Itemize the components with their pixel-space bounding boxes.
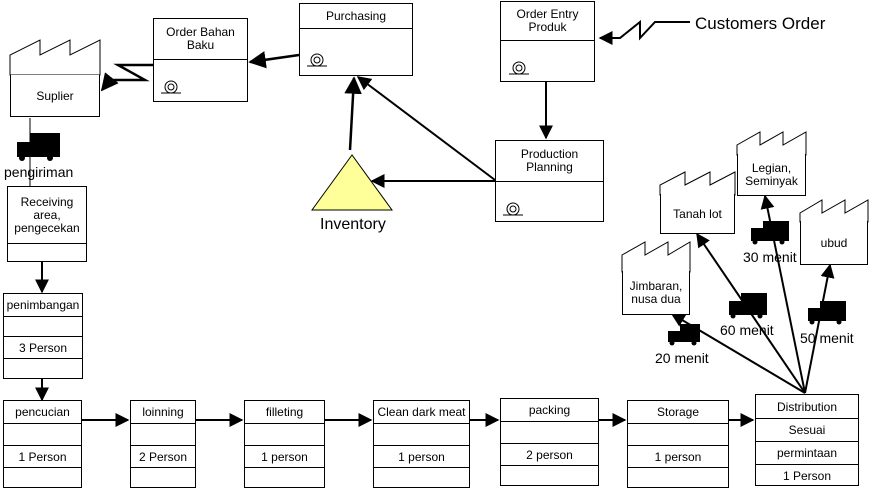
order-bahan-to-suplier-signal-line: [100, 63, 153, 92]
process-box-loinning: loinning 2 Person: [130, 400, 196, 488]
empty-row: [374, 467, 469, 489]
time-20-menit: 20 menit: [655, 350, 709, 366]
process-box-filleting: filleting 1 person: [244, 400, 325, 488]
distribution-line-3: 1 Person: [756, 464, 858, 487]
process-title: packing: [528, 403, 571, 417]
process-box-clean-dark-meat: Clean dark meat 1 person: [373, 400, 470, 488]
empty-row: [501, 465, 598, 487]
distribution-box: Distribution Sesuai permintaan 1 Person: [755, 394, 859, 486]
customer-ubud-box: ubud: [800, 221, 868, 265]
process-person: 2 Person: [131, 445, 195, 467]
order-entry-box: Order Entry Produk: [500, 1, 595, 82]
penimbangan-box: penimbangan 3 Person: [3, 293, 83, 379]
production-planning-box: Production Planning: [495, 140, 604, 222]
process-box-pencucian: pencucian 1 Person: [3, 400, 82, 488]
empty-row: [131, 423, 195, 445]
empty-row: [245, 467, 324, 489]
truck-30-menit-icon: [751, 221, 789, 245]
customer-name: Jimbaran, nusa dua: [629, 279, 683, 306]
process-person: 2 person: [501, 443, 598, 465]
legian-factory-icon: [736, 131, 807, 156]
production-planning-label: Production Planning: [520, 147, 579, 174]
distribution-line-2: permintaan: [756, 441, 858, 464]
process-title: filleting: [265, 405, 304, 419]
process-person: 1 person: [374, 445, 469, 467]
suplier-factory-icon: [9, 39, 101, 76]
empty-row: [4, 358, 82, 378]
customer-name: Legian, Seminyak: [745, 161, 798, 188]
info-loop-icon: [503, 202, 523, 216]
empty-row: [628, 423, 728, 445]
ubud-factory-icon: [799, 199, 869, 223]
info-loop-icon: [161, 80, 181, 94]
time-50-menit: 50 menit: [800, 330, 854, 346]
pengiriman-label: pengiriman: [4, 164, 74, 180]
penimbangan-person: 3 Person: [4, 336, 82, 358]
empty-row: [245, 423, 324, 445]
customer-name: Tanah lot: [673, 206, 722, 221]
empty-row: [628, 467, 728, 489]
process-title: Clean dark meat: [377, 405, 466, 419]
customer-legian-box: Legian, Seminyak: [737, 154, 806, 196]
info-loop-icon: [307, 53, 327, 67]
process-title: loinning: [142, 405, 184, 419]
distribution-line-1: Sesuai: [756, 418, 858, 441]
penimbangan-label: penimbangan: [6, 298, 80, 312]
truck-60-menit-icon: [729, 293, 767, 319]
process-person: 1 person: [628, 445, 728, 467]
process-box-packing: packing 2 person: [500, 398, 599, 486]
time-60-menit: 60 menit: [720, 322, 774, 338]
empty-row: [4, 423, 81, 445]
suplier-box: Suplier: [10, 75, 100, 117]
order-bahan-baku-box: Order Bahan Baku: [153, 18, 248, 102]
receiving-label: Receiving area, pengecekan: [14, 194, 80, 235]
pengiriman-truck-icon: [17, 133, 60, 161]
customer-name: ubud: [820, 235, 848, 250]
process-box-storage: Storage 1 person: [627, 400, 729, 488]
customers-order-label: Customers Order: [695, 14, 826, 33]
process-title: Storage: [656, 405, 700, 419]
empty-row: [4, 316, 82, 336]
customers-order-signal-line: [598, 19, 690, 45]
distribution-to-ubud-arrow: [804, 263, 835, 394]
info-loop-icon: [509, 61, 529, 75]
customer-tanah-lot-box: Tanah lot: [660, 194, 735, 234]
process-person: 1 person: [245, 445, 324, 467]
truck-50-menit-icon: [808, 301, 846, 325]
process-title: pencucian: [15, 405, 70, 419]
time-30-menit: 30 menit: [743, 249, 797, 265]
planning-to-purchasing-arrow: [356, 76, 496, 181]
empty-row: [131, 467, 195, 489]
empty-row: [501, 421, 598, 443]
order-entry-label: Order Entry Produk: [516, 7, 579, 34]
receiving-box: Receiving area, pengecekan: [7, 186, 87, 262]
empty-row: [4, 467, 81, 489]
customer-jimbaran-box: Jimbaran, nusa dua: [622, 271, 690, 315]
distribution-title: Distribution: [776, 399, 838, 414]
purchasing-box: Purchasing: [299, 3, 413, 76]
inventory-label: Inventory: [320, 216, 386, 233]
tanah-lot-factory-icon: [659, 171, 736, 196]
inventory-to-purchasing-arrow: [344, 76, 362, 151]
order-bahan-baku-label: Order Bahan Baku: [166, 25, 235, 52]
purchasing-to-order-bahan-arrow: [248, 51, 300, 69]
empty-row: [374, 423, 469, 445]
inventory-triangle-icon: [311, 154, 393, 211]
suplier-label: Suplier: [36, 88, 74, 103]
process-person: 1 Person: [4, 445, 81, 467]
jimbaran-factory-icon: [621, 241, 691, 273]
purchasing-label: Purchasing: [325, 8, 387, 23]
truck-20-menit-icon: [668, 324, 700, 346]
